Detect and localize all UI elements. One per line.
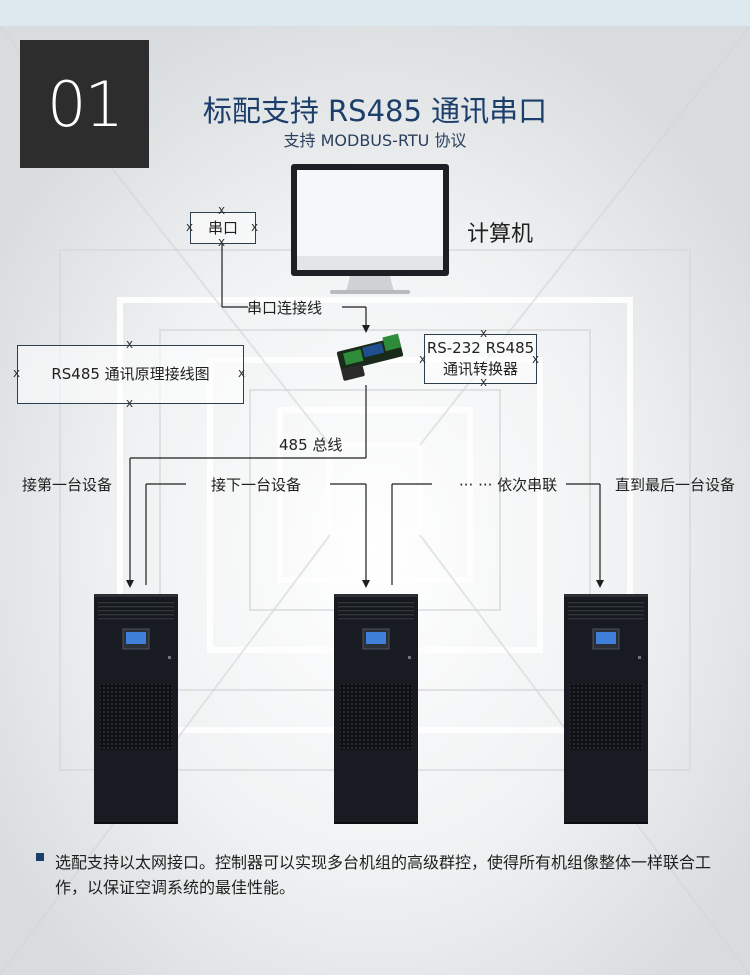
serial-cable-label: 串口连接线	[247, 299, 323, 317]
computer-label: 计算机	[467, 222, 534, 247]
note-bullet-icon	[36, 853, 44, 861]
x-mark: x	[218, 203, 226, 217]
connect-last-label: 直到最后一台设备	[615, 476, 736, 494]
page-title: 标配支持 RS485 通讯串口	[202, 94, 548, 128]
page-subtitle: 支持 MODBUS-RTU 协议	[283, 131, 467, 150]
connect-first-label: 接第一台设备	[22, 476, 113, 494]
series-label: ··· ··· 依次串联	[459, 476, 558, 494]
converter-box: RS-232 RS485 通讯转换器	[424, 334, 537, 384]
x-mark: x	[13, 366, 21, 380]
x-mark: x	[186, 220, 194, 234]
x-mark: x	[126, 337, 134, 351]
x-mark: x	[126, 396, 134, 410]
section-number-badge: 01	[20, 40, 149, 168]
note-text: 选配支持以太网接口。控制器可以实现多台机组的高级群控，使得所有机组像整体一样联合…	[55, 853, 712, 897]
x-mark: x	[218, 235, 226, 249]
tunnel-background	[0, 26, 750, 975]
x-mark: x	[532, 352, 540, 366]
converter-line1: RS-232 RS485	[426, 339, 535, 357]
x-mark: x	[480, 326, 488, 340]
wiring-diagram-box: RS485 通讯原理接线图	[17, 345, 244, 404]
x-mark: x	[480, 375, 488, 389]
top-band	[0, 0, 750, 26]
x-mark: x	[238, 366, 246, 380]
serial-port-box: 串口	[190, 212, 256, 244]
bus-label: 485 总线	[279, 436, 343, 454]
converter-line2: 通讯转换器	[442, 360, 518, 378]
x-mark: x	[419, 352, 427, 366]
connect-next-label: 接下一台设备	[211, 476, 302, 494]
x-mark: x	[251, 220, 259, 234]
